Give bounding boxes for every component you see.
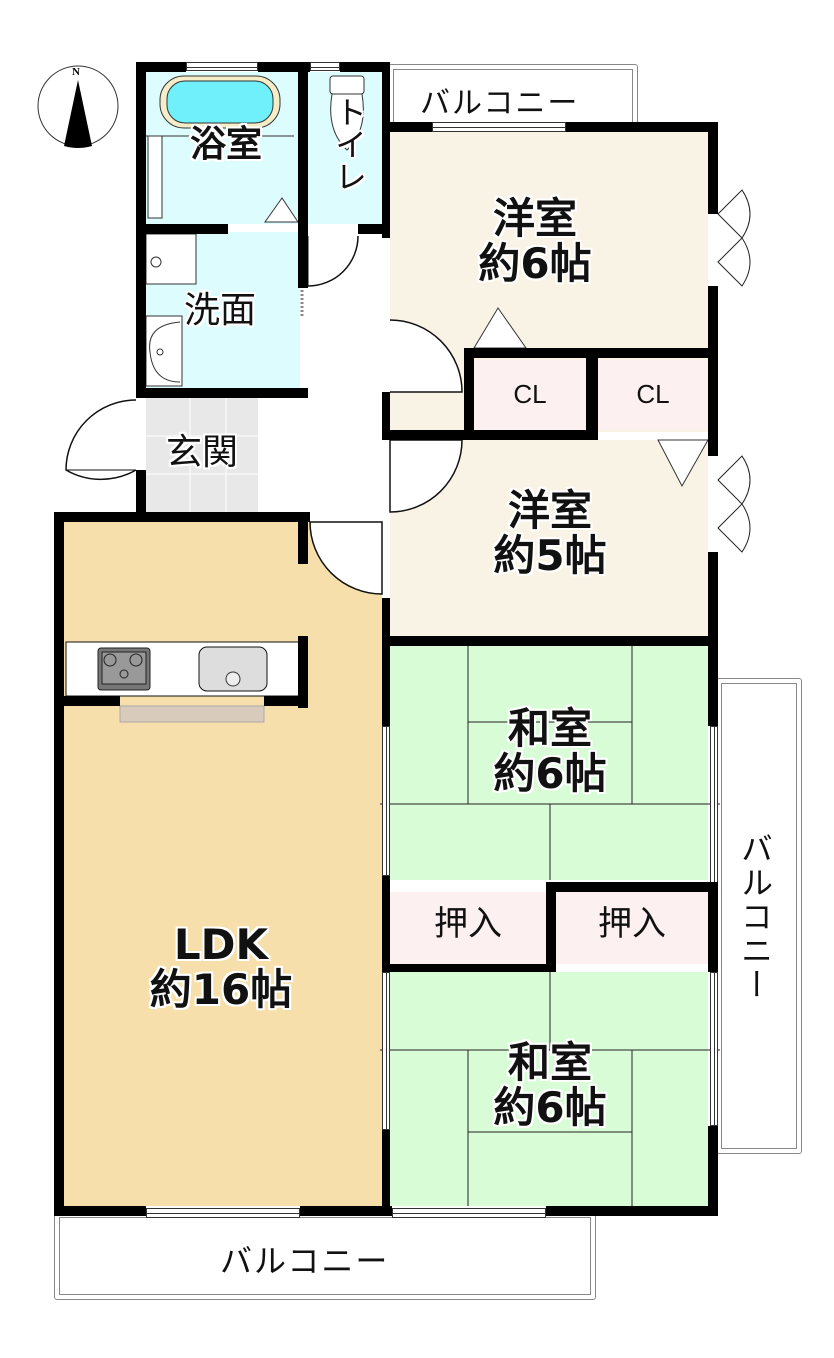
- wall: [708, 1126, 718, 1216]
- wall: [708, 286, 718, 456]
- wall: [136, 224, 228, 234]
- wall: [382, 392, 390, 440]
- window-japanese1-left: [382, 726, 390, 876]
- label-western2: 洋室 約5帖: [455, 488, 645, 579]
- compass-n-label: N: [72, 66, 80, 78]
- room-hallway: [308, 232, 384, 516]
- wall: [54, 1206, 146, 1216]
- window-japanese1-right: [710, 726, 718, 884]
- balcony-right-label: バルコニー: [736, 832, 774, 1002]
- wall: [382, 876, 390, 972]
- label-storage1: 押入: [434, 904, 502, 944]
- wall: [258, 62, 310, 72]
- label-ldk-name: LDK: [173, 920, 269, 969]
- label-western1: 洋室 約6帖: [440, 196, 630, 287]
- wall: [54, 512, 310, 522]
- label-japanese2-name: 和室: [507, 1038, 592, 1087]
- wall: [300, 1206, 392, 1216]
- wall: [382, 62, 390, 238]
- window-japanese2-bottom: [392, 1208, 546, 1218]
- wall: [382, 598, 390, 726]
- wall: [546, 882, 718, 892]
- wall: [298, 62, 308, 288]
- label-ldk-size: 約16帖: [149, 965, 293, 1015]
- wall: [382, 964, 556, 972]
- label-japanese1-name: 和室: [507, 704, 592, 753]
- wall: [54, 696, 120, 706]
- label-japanese1-size: 約6帖: [493, 749, 607, 799]
- label-toilet: トイレ: [330, 96, 368, 192]
- wall: [546, 882, 556, 972]
- wall: [566, 122, 718, 132]
- window-bath: [186, 62, 258, 71]
- wall: [382, 430, 598, 440]
- window-japanese2-right: [710, 972, 718, 1126]
- balcony-top-label: バルコニー: [420, 86, 580, 121]
- balcony-bottom-label: バルコニー: [220, 1242, 390, 1280]
- label-japanese1: 和室 約6帖: [455, 706, 645, 797]
- room-ldk: [64, 522, 382, 1206]
- wall: [708, 884, 718, 972]
- wall: [298, 636, 308, 708]
- room-japanese2: [390, 972, 708, 1206]
- room-japanese1: [390, 644, 708, 880]
- wall: [382, 122, 432, 132]
- wall: [586, 348, 598, 432]
- wall: [136, 62, 186, 72]
- wall: [340, 62, 390, 72]
- wall: [298, 224, 308, 234]
- label-bath: 浴室: [189, 124, 262, 165]
- label-entrance: 玄関: [165, 432, 238, 473]
- label-western1-name: 洋室: [492, 194, 577, 243]
- label-washroom: 洗面: [183, 290, 256, 331]
- room-storage1: [390, 892, 546, 964]
- label-closet1: CL: [513, 379, 547, 409]
- window-ldk-bottom: [146, 1208, 300, 1218]
- label-ldk: LDK 約16帖: [126, 922, 316, 1013]
- wall: [358, 224, 390, 234]
- label-japanese2-size: 約6帖: [493, 1083, 607, 1133]
- label-western2-size: 約5帖: [493, 531, 607, 581]
- window-japanese2-left: [382, 972, 390, 1130]
- wall: [464, 348, 474, 432]
- room-closet2: [598, 360, 708, 430]
- wall: [54, 512, 64, 1216]
- room-entrance: [146, 398, 258, 512]
- wall: [382, 1130, 390, 1216]
- wall: [136, 388, 308, 398]
- wall: [298, 522, 308, 564]
- wall: [708, 122, 718, 214]
- wall: [136, 470, 146, 522]
- window-western1-top: [432, 122, 566, 132]
- room-closet1: [474, 360, 586, 430]
- label-western1-size: 約6帖: [478, 239, 592, 289]
- wall: [264, 696, 308, 706]
- label-japanese2: 和室 約6帖: [455, 1040, 645, 1131]
- room-storage2: [556, 892, 708, 964]
- label-closet2: CL: [636, 379, 670, 409]
- wall: [546, 1206, 718, 1216]
- label-western2-name: 洋室: [507, 486, 592, 535]
- label-storage2: 押入: [598, 904, 666, 944]
- window-toilet: [310, 62, 340, 71]
- wall: [382, 636, 718, 646]
